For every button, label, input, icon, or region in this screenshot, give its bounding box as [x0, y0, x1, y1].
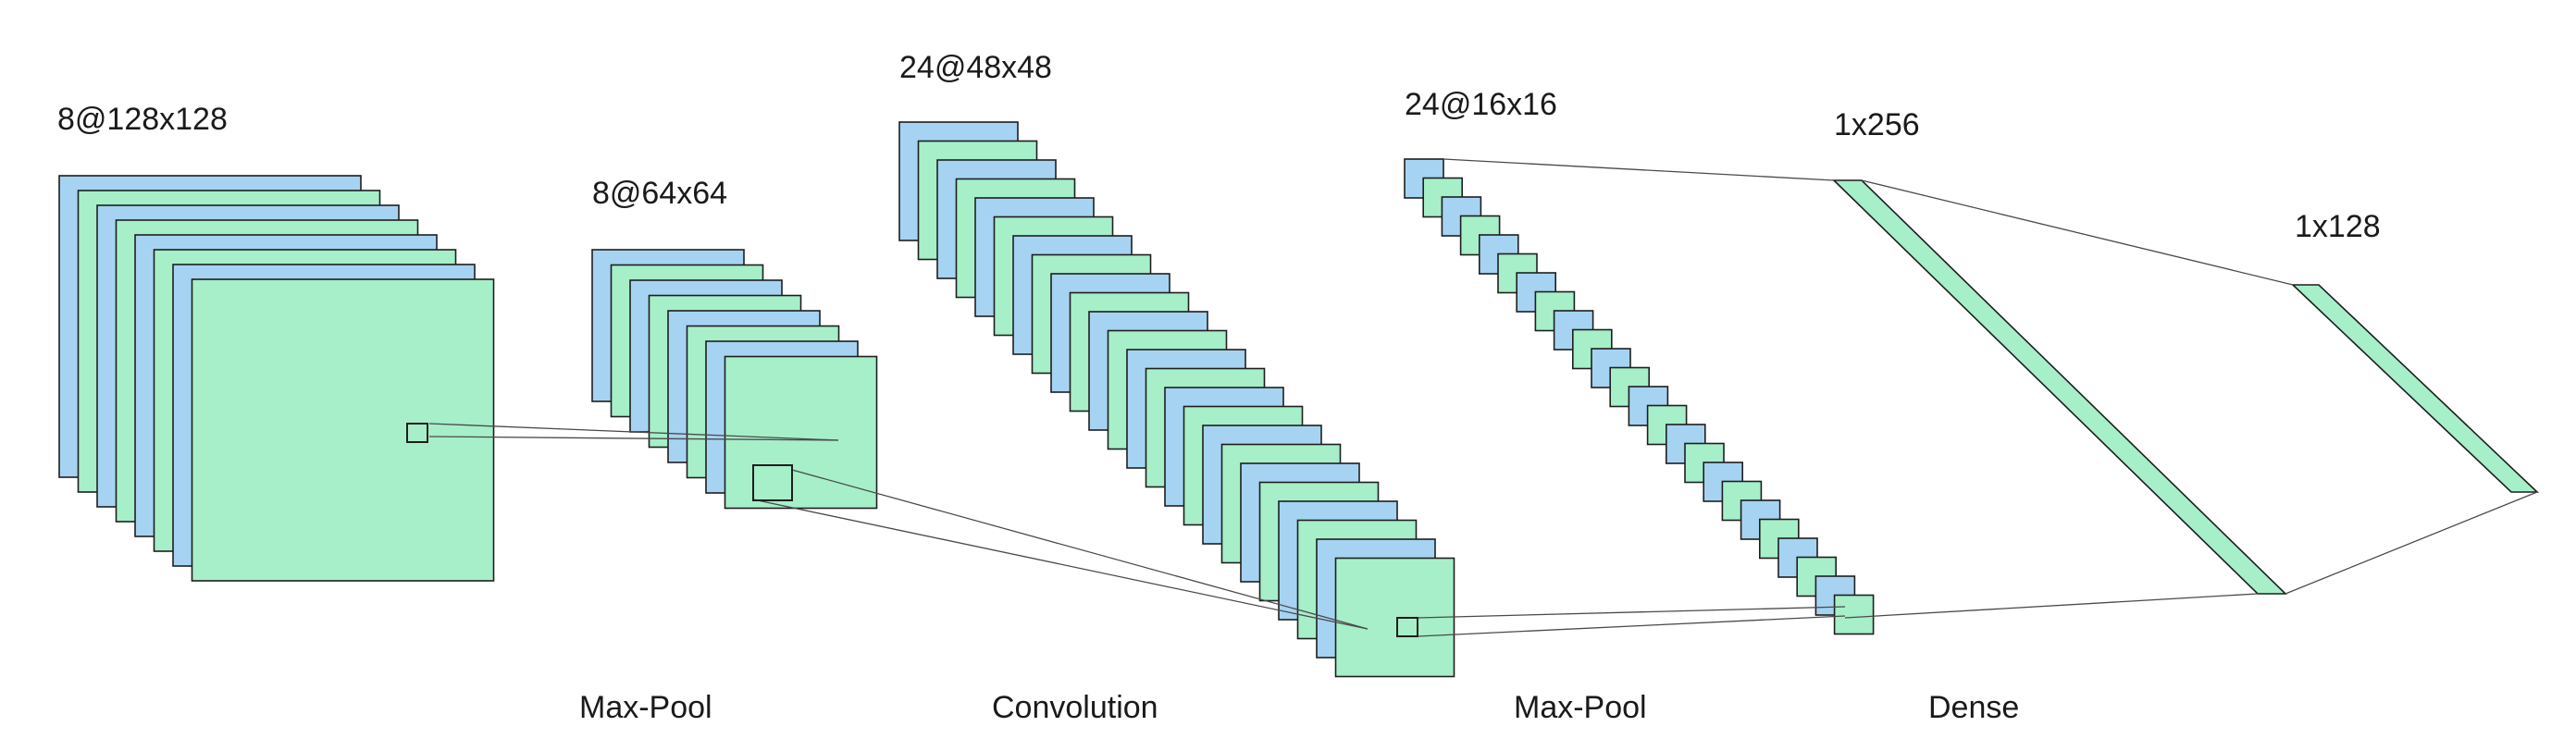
layer-label-conv: 24@48x48 — [899, 50, 1052, 85]
input-to-pool1-bottom — [428, 436, 839, 441]
conv-to-pool2-top — [1417, 606, 1846, 619]
dense1-vector — [1832, 179, 2287, 595]
op-label-max-pool-2: Max-Pool — [1514, 690, 1647, 725]
pool2-stack — [1404, 158, 1875, 635]
input-feature-map — [191, 278, 495, 582]
pool1-window — [752, 464, 793, 501]
conv-to-pool2-bottom — [1417, 615, 1846, 637]
pool1-stack — [591, 249, 878, 510]
conv-stack — [898, 121, 1455, 678]
dense1-to-dense2-top — [1861, 179, 2294, 286]
op-label-dense: Dense — [1928, 690, 2020, 725]
feature-maps — [58, 121, 2540, 678]
layer-label-dense1: 1x256 — [1834, 107, 1920, 142]
input-window — [406, 423, 428, 443]
layer-label-pool1: 8@64x64 — [592, 176, 728, 211]
dense1-to-dense2-bottom — [2285, 491, 2538, 595]
op-label-max-pool-1: Max-Pool — [579, 690, 712, 725]
layer-label-pool2: 24@16x16 — [1405, 87, 1557, 122]
input-to-pool1-top — [428, 423, 839, 441]
receptive-windows — [406, 423, 1418, 637]
dense2-vector — [2290, 284, 2540, 493]
layer-label-input: 8@128x128 — [57, 102, 228, 137]
pool2-to-dense1-bottom — [1844, 593, 2259, 619]
pool1-feature-map — [724, 355, 878, 510]
input-stack — [58, 175, 495, 582]
pool1-to-conv-bottom — [752, 499, 1368, 630]
layer-label-dense2: 1x128 — [2295, 209, 2381, 244]
connections — [428, 158, 2538, 637]
pool2-to-dense1-top — [1443, 158, 1835, 181]
pool1-to-conv-top — [791, 469, 1368, 630]
conv-window — [1396, 617, 1418, 637]
op-label-convolution: Convolution — [992, 690, 1158, 725]
pool2-feature-map — [1833, 594, 1875, 635]
